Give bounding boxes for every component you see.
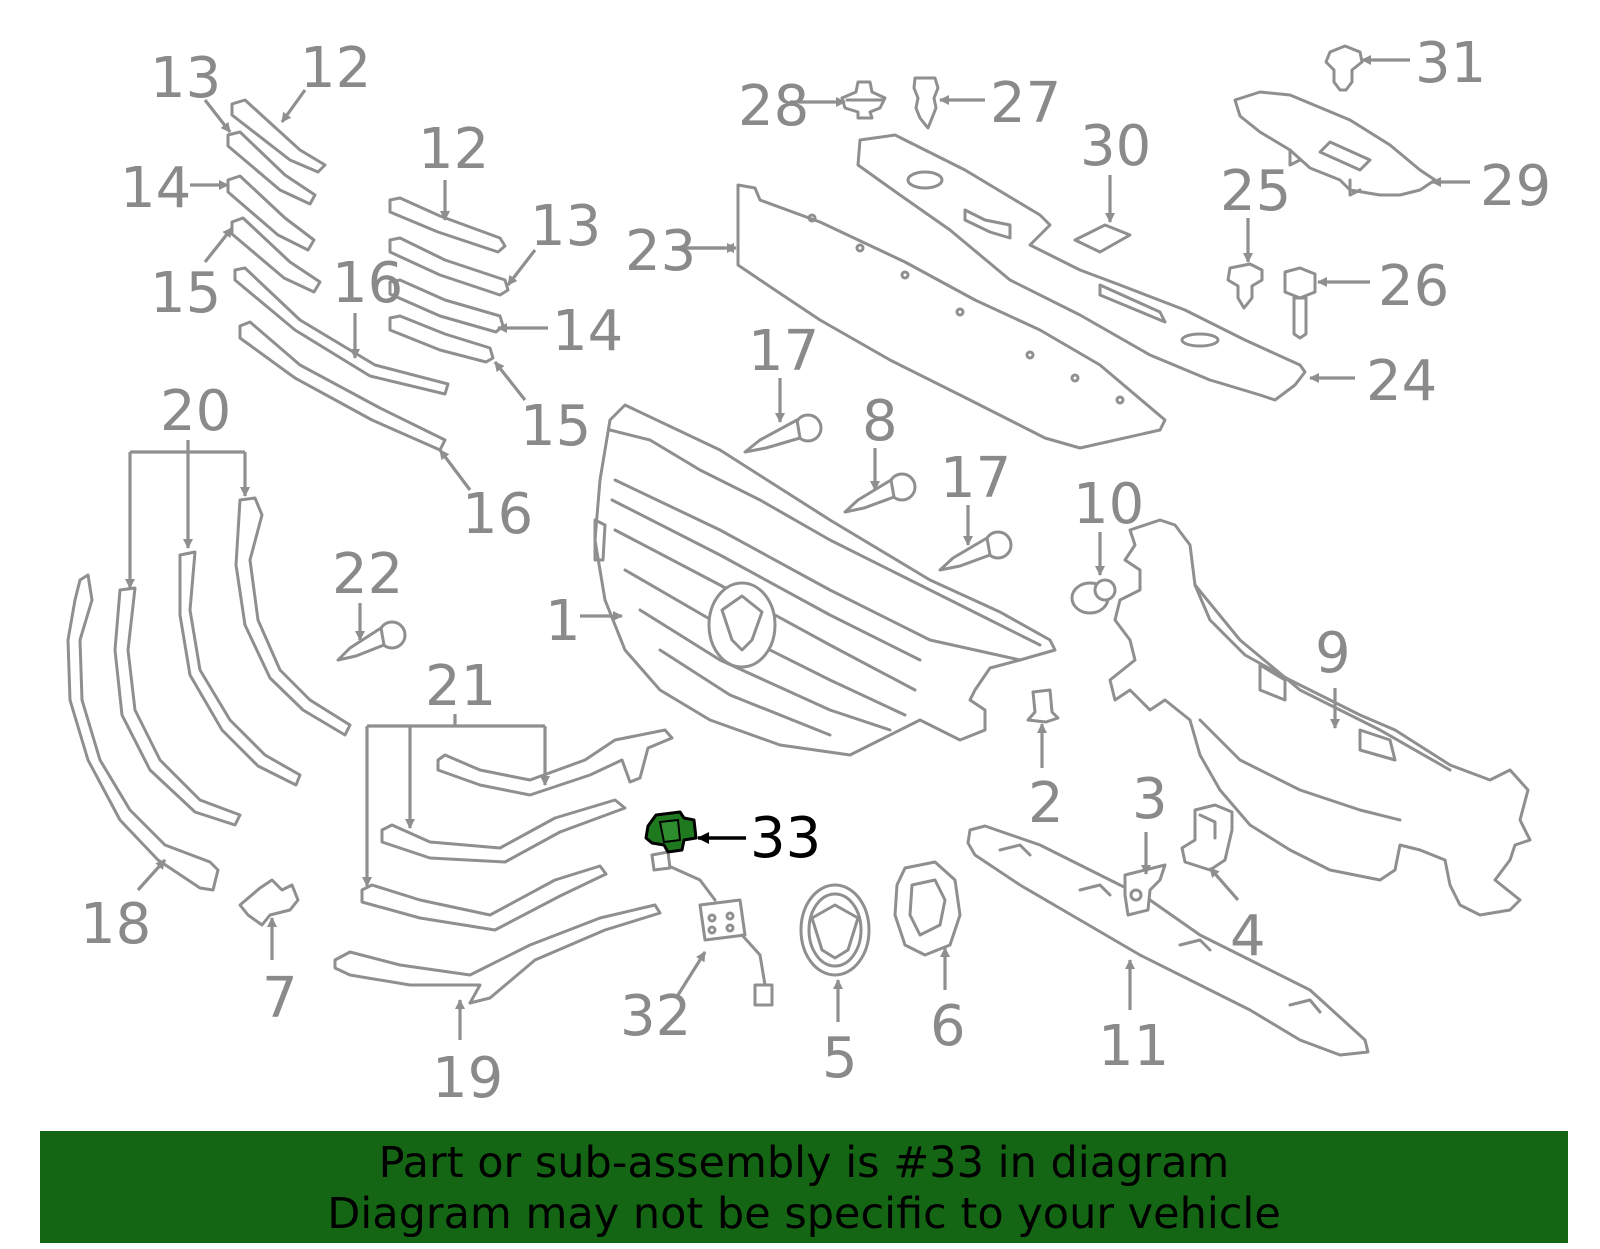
upper-bracket bbox=[1233, 90, 1437, 197]
lower-trim-strips bbox=[333, 728, 674, 1005]
fastener-31 bbox=[1324, 44, 1364, 92]
callout-12: 12 bbox=[418, 117, 489, 182]
callout-16: 16 bbox=[462, 482, 533, 547]
callout-3: 3 bbox=[1132, 767, 1168, 832]
callout-15: 15 bbox=[150, 261, 221, 326]
callout-1: 1 bbox=[545, 589, 581, 654]
callout-22: 22 bbox=[332, 542, 403, 607]
callout-13: 13 bbox=[530, 194, 601, 259]
callout-23: 23 bbox=[625, 219, 696, 284]
callout-28: 28 bbox=[738, 74, 809, 139]
bolt-26 bbox=[1283, 266, 1317, 340]
bracket-3 bbox=[1123, 863, 1167, 917]
callout-26: 26 bbox=[1378, 254, 1449, 319]
callout-4: 4 bbox=[1230, 904, 1266, 969]
lower-reinforcement bbox=[966, 824, 1370, 1057]
grille-bars-left bbox=[226, 98, 450, 452]
clip-10 bbox=[1070, 578, 1117, 615]
callout-31: 31 bbox=[1415, 31, 1486, 96]
callout-19: 19 bbox=[432, 1046, 503, 1111]
callout-11: 11 bbox=[1098, 1014, 1169, 1079]
callout-17: 17 bbox=[748, 319, 819, 384]
callout-16: 16 bbox=[332, 251, 403, 316]
callout-25: 25 bbox=[1220, 159, 1291, 224]
callout-14: 14 bbox=[552, 299, 623, 364]
parts-diagram: 13 12 14 15 16 12 13 14 15 16 20 22 21 1… bbox=[66, 31, 1551, 1111]
bracket-4 bbox=[1180, 803, 1234, 872]
wire-harness-32 bbox=[650, 850, 774, 1007]
callout-9: 9 bbox=[1315, 621, 1351, 686]
callout-30: 30 bbox=[1080, 114, 1151, 179]
fastener-28 bbox=[840, 80, 887, 120]
side-trim-strips bbox=[66, 496, 352, 892]
callout-13: 13 bbox=[150, 46, 221, 111]
emblem-base bbox=[893, 860, 962, 957]
callout-6: 6 bbox=[930, 994, 966, 1059]
banner-line-2: Diagram may not be specific to your vehi… bbox=[327, 1189, 1281, 1239]
upper-cover-panel bbox=[736, 183, 1167, 450]
foam-pad bbox=[1073, 223, 1132, 254]
screw-8 bbox=[843, 472, 917, 514]
callout-18: 18 bbox=[80, 892, 151, 957]
highlighted-part-33 bbox=[644, 810, 698, 854]
screw-17-upper bbox=[743, 413, 823, 454]
callout-7: 7 bbox=[262, 966, 298, 1031]
main-grille-assembly bbox=[593, 403, 1057, 757]
callout-17: 17 bbox=[940, 446, 1011, 511]
grille-carrier-frame bbox=[1108, 518, 1532, 917]
clip-2 bbox=[1026, 688, 1060, 724]
callout-24: 24 bbox=[1366, 349, 1437, 414]
banner-line-1: Part or sub-assembly is #33 in diagram bbox=[378, 1138, 1230, 1188]
callout-15: 15 bbox=[520, 394, 591, 459]
fastener-27 bbox=[912, 76, 940, 130]
fastener-25 bbox=[1226, 262, 1264, 310]
callout-2: 2 bbox=[1028, 771, 1064, 836]
callout-5: 5 bbox=[822, 1026, 858, 1091]
callout-21: 21 bbox=[425, 654, 496, 719]
front-emblem bbox=[799, 883, 871, 977]
callout-14: 14 bbox=[120, 156, 191, 221]
info-banner: Part or sub-assembly is #33 in diagram D… bbox=[40, 1131, 1568, 1243]
screw-17-lower bbox=[938, 530, 1013, 572]
grille-bars-center bbox=[388, 196, 510, 364]
air-guide-panel bbox=[856, 133, 1307, 402]
bracket-7 bbox=[238, 878, 300, 927]
callout-29: 29 bbox=[1480, 154, 1551, 219]
callout-27: 27 bbox=[990, 71, 1061, 136]
callout-10: 10 bbox=[1073, 472, 1144, 537]
callout-33: 33 bbox=[750, 806, 821, 871]
callout-32: 32 bbox=[620, 984, 691, 1049]
callout-numbers: 13 12 14 15 16 12 13 14 15 16 20 22 21 1… bbox=[80, 31, 1551, 1111]
screw-22 bbox=[336, 620, 407, 662]
callout-12: 12 bbox=[300, 36, 371, 101]
callout-8: 8 bbox=[862, 389, 898, 454]
leader-lines bbox=[125, 55, 1470, 1040]
callout-20: 20 bbox=[160, 379, 231, 444]
